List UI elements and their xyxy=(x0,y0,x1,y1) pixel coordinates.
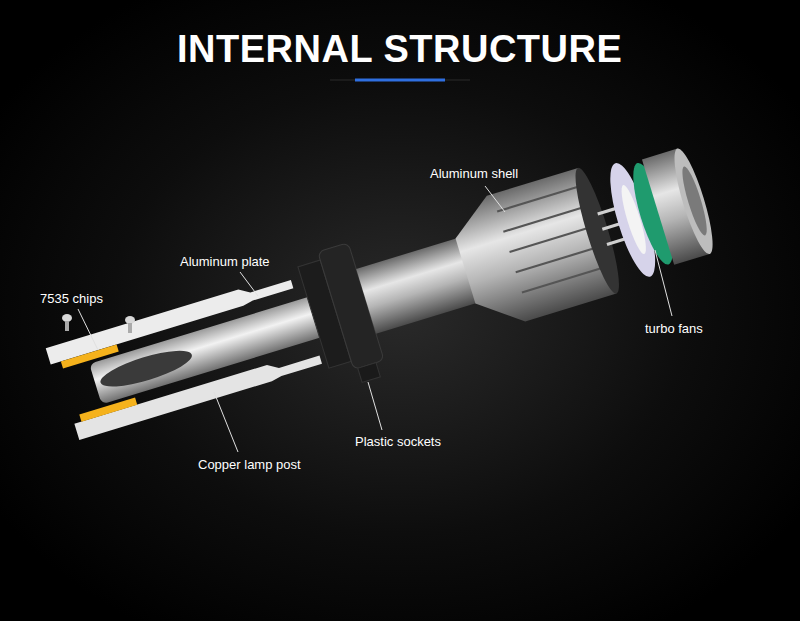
title-rule xyxy=(330,80,470,81)
end-cap-face xyxy=(667,145,720,257)
part-label: 7535 chips xyxy=(40,291,103,306)
lamp-post xyxy=(89,294,329,404)
leader-lines xyxy=(78,186,672,452)
part-label: Copper lamp post xyxy=(198,457,301,472)
part-label: Aluminum shell xyxy=(430,166,518,181)
exploded-bulb xyxy=(41,135,726,468)
shell-neck xyxy=(356,238,477,334)
part-label: Plastic sockets xyxy=(355,434,441,449)
part-label: turbo fans xyxy=(645,321,703,336)
title: INTERNAL STRUCTURE xyxy=(177,28,622,71)
socket-tab xyxy=(358,363,381,383)
title-underline xyxy=(355,79,445,82)
post-opening xyxy=(97,344,195,394)
screws xyxy=(62,314,135,333)
part-label: Aluminum plate xyxy=(180,254,270,269)
end-cap-center xyxy=(678,165,711,238)
